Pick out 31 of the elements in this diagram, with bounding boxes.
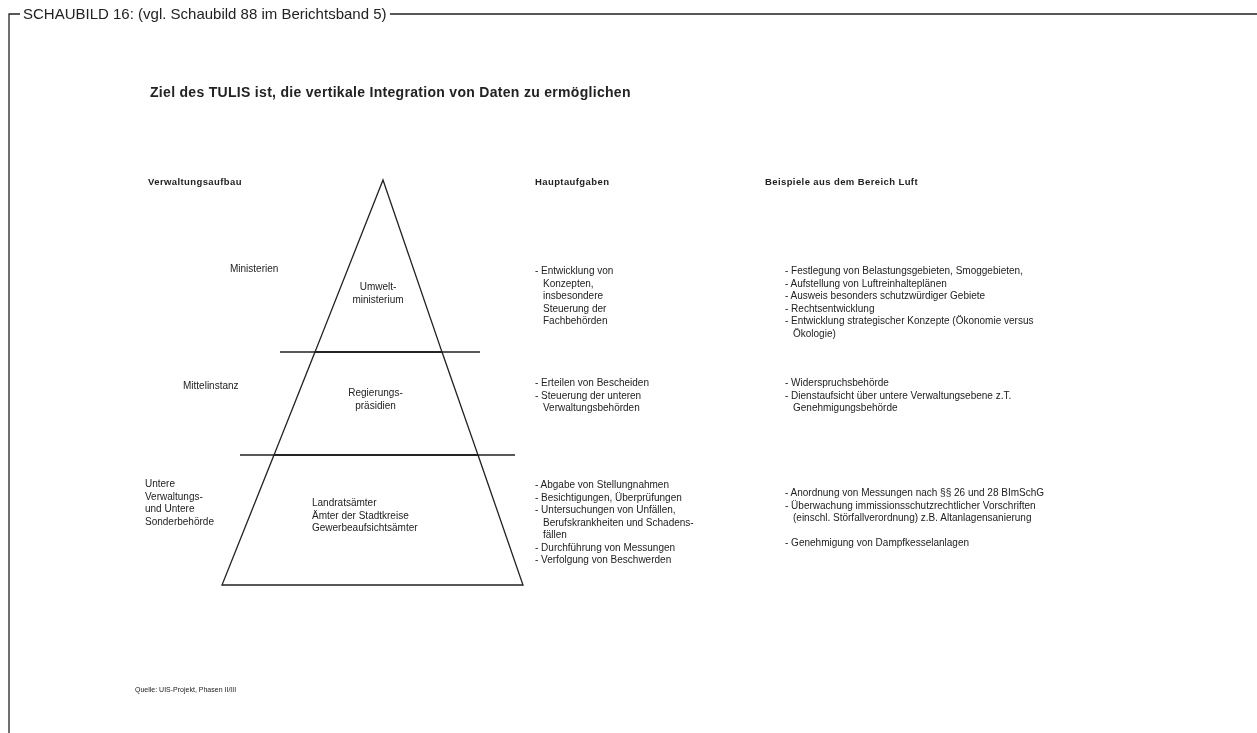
tier-label: Umwelt- ministerium [351,281,405,306]
list-item: - Überwachung immissionsschutzrechtlicher Vorschriften (einschl. Störfallverordnung) z.B. Altanlagensanierung [785,499,1037,525]
list-item: - Entwicklung von Konzepten, insbesondere Steuerung der Fachbehörden [535,265,615,328]
tier-label: Gewerbeaufsichtsämter [312,522,419,535]
column-header: Beispiele aus dem Bereich Luft [765,176,919,187]
level-label: Ministerien [230,263,280,276]
level-label: Mittelinstanz [183,380,240,393]
list-item: - Anordnung von Messungen nach §§ 26 und 28 BImSchG [785,487,1046,500]
list-item: - Untersuchungen von Unfällen, Berufskrankheiten und Schadens- fällen [535,504,695,542]
list-item: - Ausweis besonders schutzwürdiger Gebiete [785,290,987,303]
list-item: - Rechtsentwicklung [785,302,876,315]
list-item: - Widerspruchsbehörde [785,377,890,390]
list-item: - Erteilen von Bescheiden [535,377,650,390]
list-item: - Festlegung von Belastungsgebieten, Smoggebieten, [785,265,1024,278]
column-header: Verwaltungsaufbau [148,176,243,187]
list-item: - Durchführung von Messungen [535,541,677,554]
list-item: - Genehmigung von Dampfkesselanlagen [785,537,970,550]
column-header: Hauptaufgaben [535,176,611,187]
list-item: - Besichtigungen, Überprüfungen [535,491,683,504]
tier-label: Ämter der Stadtkreise [312,509,410,522]
level-label: Untere Verwaltungs- und Untere Sonderbehörde [145,478,215,528]
figure-title: SCHAUBILD 16: (vgl. Schaubild 88 im Berichtsband 5) [20,5,390,22]
list-item: - Entwicklung strategischer Konzepte (Ökonomie versus Ökologie) [785,315,1035,340]
list-item: - Abgabe von Stellungnahmen [535,479,670,492]
tier-label: Regierungs- präsidien [347,387,404,412]
tier-label: Landratsämter [312,497,378,510]
list-item: - Dienstaufsicht über untere Verwaltungsebene z.T. Genehmigungsbehörde [785,389,1013,415]
heading: Ziel des TULIS ist, die vertikale Integration von Daten zu ermöglichen [150,84,632,100]
list-item: - Aufstellung von Luftreinhalteplänen [785,277,948,290]
list-item: - Verfolgung von Beschwerden [535,554,673,567]
list-item: - Steuerung der unteren Verwaltungsbehörden [535,389,643,415]
